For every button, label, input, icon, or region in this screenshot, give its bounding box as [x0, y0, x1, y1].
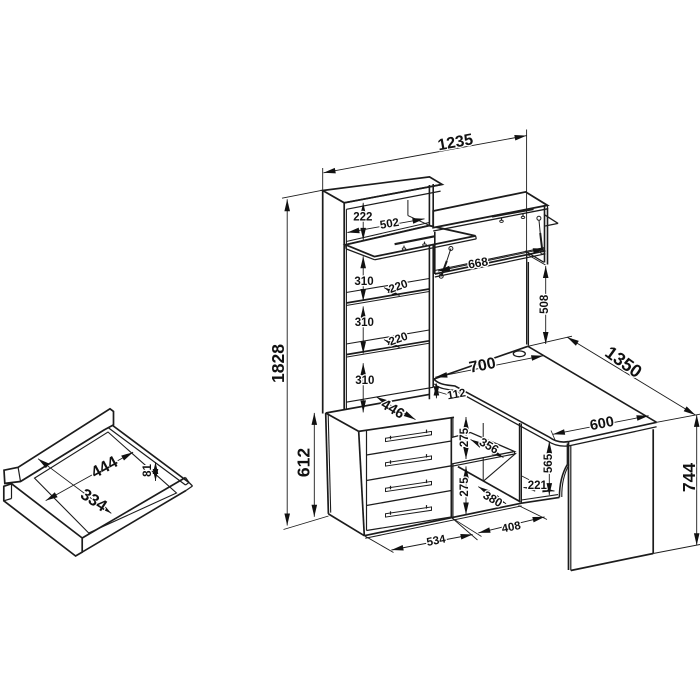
- svg-text:81: 81: [142, 464, 154, 477]
- svg-text:600: 600: [589, 414, 616, 434]
- svg-text:502: 502: [379, 217, 400, 232]
- svg-text:310: 310: [355, 317, 374, 329]
- svg-text:310: 310: [355, 375, 374, 387]
- svg-text:565: 565: [543, 453, 555, 473]
- svg-text:744: 744: [679, 463, 699, 492]
- svg-text:508: 508: [539, 294, 551, 314]
- svg-text:221: 221: [528, 480, 548, 492]
- svg-text:275: 275: [459, 427, 471, 447]
- svg-text:408: 408: [501, 520, 523, 536]
- svg-text:668: 668: [467, 254, 489, 271]
- svg-text:1828: 1828: [268, 344, 288, 383]
- svg-text:275: 275: [459, 477, 471, 497]
- svg-text:534: 534: [426, 533, 448, 549]
- svg-text:612: 612: [294, 448, 314, 477]
- svg-text:112: 112: [446, 387, 466, 402]
- svg-text:700: 700: [468, 355, 498, 377]
- svg-text:222: 222: [353, 212, 372, 224]
- svg-text:310: 310: [354, 276, 373, 288]
